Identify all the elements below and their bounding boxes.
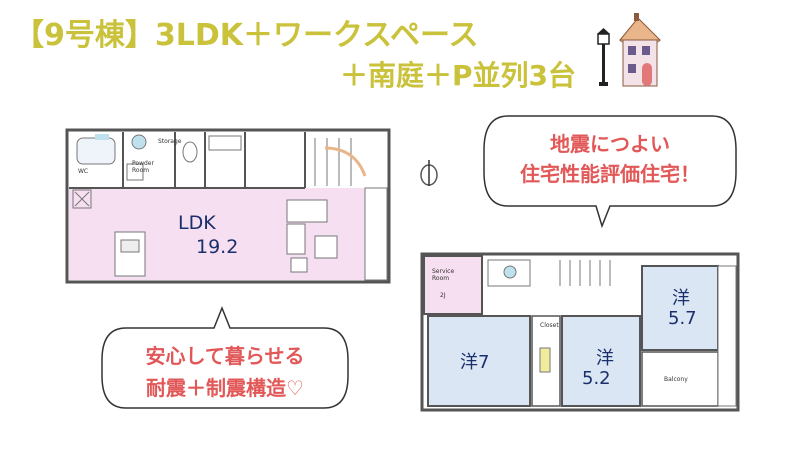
powder-room-label: Powder Room [132,160,154,174]
ldk-label: LDK [178,212,216,234]
service-room-label: Service Room [432,268,455,282]
title-line-2: ＋南庭＋P並列3台 [340,59,577,92]
wc-label: WC [78,168,89,175]
bubble-top-line-1: 地震につよい [550,132,670,156]
compass-north-icon [420,160,438,186]
street-lamp-icon [597,28,610,86]
room-c-label: 洋 [672,288,690,309]
service-room-size: 2J [440,292,446,299]
room-b [561,315,641,407]
speech-bubble-bottom [101,305,349,409]
room-a-label: 洋7 [460,352,490,373]
bubble-top-line-2: 住宅性能評価住宅！ [520,162,700,186]
title-line-1: 【9号棟】3LDK＋ワークスペース [14,18,479,53]
bubble-bottom-line-1: 安心して暮らせる [145,344,305,368]
room-b-label: 洋 [596,348,614,369]
closet-label: Closet [540,322,559,329]
room-c [641,265,719,351]
floor-2-plan [420,252,740,412]
bubble-bottom-line-2: 耐震＋制震構造♡ [146,376,304,400]
room-a [427,315,531,407]
room-b-size: 5.2 [582,368,611,389]
storage-label: Storage [158,138,182,145]
floor-1-plan [65,128,391,284]
house-illustration-icon [597,13,662,87]
service-room [423,255,483,315]
ldk-size: 19.2 [196,236,239,258]
speech-bubble-top [483,115,737,229]
room-c-size: 5.7 [668,308,697,329]
balcony-label: Balcony [664,376,688,383]
